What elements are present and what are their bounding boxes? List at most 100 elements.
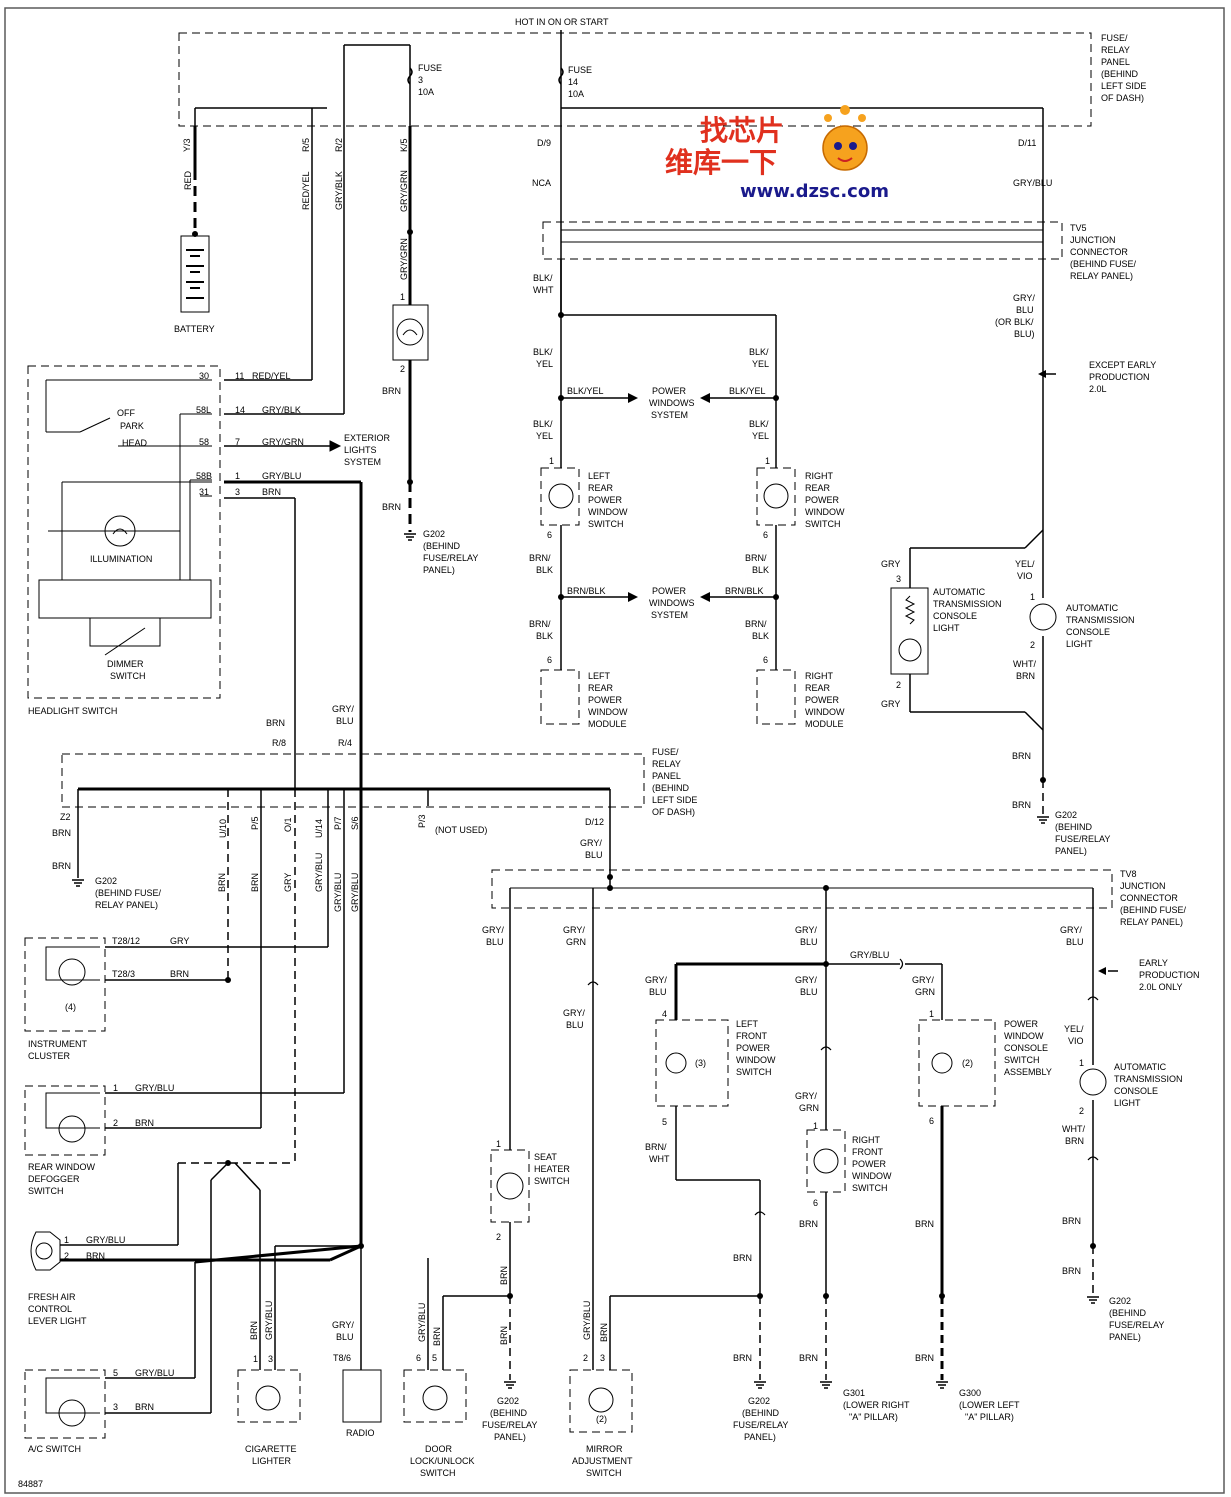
svg-text:SYSTEM: SYSTEM [344, 457, 381, 467]
svg-text:58: 58 [199, 437, 209, 447]
svg-text:1: 1 [929, 1009, 934, 1019]
svg-text:ILLUMINATION: ILLUMINATION [90, 554, 152, 564]
svg-text:R/8: R/8 [272, 738, 286, 748]
svg-text:G202: G202 [1109, 1296, 1131, 1306]
svg-text:POWER: POWER [652, 586, 687, 596]
svg-text:(BEHIND: (BEHIND [1101, 69, 1139, 79]
svg-text:ASSEMBLY: ASSEMBLY [1004, 1067, 1052, 1077]
top-wires [224, 126, 1044, 532]
svg-text:BRN: BRN [1012, 800, 1031, 810]
svg-text:GRY/: GRY/ [1060, 925, 1082, 935]
svg-text:AUTOMATIC: AUTOMATIC [1066, 603, 1119, 613]
svg-text:BRN: BRN [1065, 1136, 1084, 1146]
svg-text:GRY/BLK: GRY/BLK [262, 405, 301, 415]
svg-text:WINDOWS: WINDOWS [649, 398, 695, 408]
seat-ground [504, 1381, 516, 1389]
svg-text:RELAY PANEL): RELAY PANEL) [1120, 917, 1183, 927]
svg-text:找芯片: 找芯片 [700, 114, 784, 147]
svg-text:BRN: BRN [135, 1402, 154, 1412]
svg-text:SWITCH: SWITCH [420, 1468, 456, 1478]
svg-text:WHT/: WHT/ [1013, 659, 1036, 669]
svg-text:P/5: P/5 [250, 816, 260, 830]
svg-text:FUSE: FUSE [568, 65, 592, 75]
svg-text:GRY/: GRY/ [645, 975, 667, 985]
svg-text:CONSOLE: CONSOLE [1004, 1043, 1048, 1053]
svg-text:G301: G301 [843, 1388, 865, 1398]
svg-text:SYSTEM: SYSTEM [651, 610, 688, 620]
seat-splice [507, 1293, 513, 1299]
svg-text:BRN: BRN [1012, 751, 1031, 761]
svg-text:(BEHIND FUSE/: (BEHIND FUSE/ [1070, 259, 1137, 269]
svg-text:6: 6 [929, 1116, 934, 1126]
pw-top [540, 259, 796, 725]
ac-switch-labels: 5 3 GRY/BLU BRN A/C SWITCH [28, 1368, 174, 1454]
svg-text:BRN: BRN [52, 828, 71, 838]
mirror-switch [569, 981, 760, 1433]
bulb-k-wire: BRN [382, 386, 401, 396]
svg-text:3: 3 [600, 1353, 605, 1363]
svg-text:P/3: P/3 [417, 814, 427, 828]
svg-text:BRN: BRN [1062, 1266, 1081, 1276]
door-lock-switch [403, 1258, 510, 1423]
svg-text:AUTOMATIC: AUTOMATIC [1114, 1062, 1167, 1072]
rear-defog-labels: 1 2 GRY/BLU BRN REAR WINDOW DEFOGGER SWI… [28, 1083, 174, 1196]
svg-text:BLK/: BLK/ [533, 419, 553, 429]
svg-text:RELAY: RELAY [652, 759, 681, 769]
radio-labels: GRY/ BLU T8/6 RADIO [332, 1320, 375, 1438]
svg-text:CONSOLE: CONSOLE [1114, 1086, 1158, 1096]
svg-text:1: 1 [235, 471, 240, 481]
svg-text:BRN: BRN [733, 1253, 752, 1263]
svg-text:FUSE/RELAY: FUSE/RELAY [733, 1420, 788, 1430]
ground-g202-mid [72, 879, 84, 887]
svg-text:YEL/: YEL/ [1064, 1024, 1084, 1034]
svg-text:(BEHIND: (BEHIND [652, 783, 690, 793]
svg-text:MODULE: MODULE [805, 719, 844, 729]
svg-text:BRN: BRN [249, 1321, 259, 1340]
svg-text:1: 1 [1030, 592, 1035, 602]
cig-lighter [234, 1162, 361, 1423]
svg-text:A/C SWITCH: A/C SWITCH [28, 1444, 81, 1454]
svg-text:www.dzsc.com: www.dzsc.com [740, 181, 889, 202]
svg-text:BRN: BRN [733, 1353, 752, 1363]
svg-text:维库一下: 维库一下 [665, 146, 777, 179]
svg-text:D/12: D/12 [585, 817, 604, 827]
svg-text:1: 1 [1079, 1058, 1084, 1068]
svg-text:RELAY: RELAY [1101, 45, 1130, 55]
svg-text:FRONT: FRONT [736, 1031, 767, 1041]
svg-text:REAR WINDOW: REAR WINDOW [28, 1162, 96, 1172]
svg-text:SWITCH: SWITCH [586, 1468, 622, 1478]
svg-text:GRY/GRN: GRY/GRN [399, 238, 409, 280]
svg-text:D/11: D/11 [1018, 138, 1036, 148]
pw-arrows [628, 393, 710, 602]
splice-k2 [407, 479, 413, 485]
svg-text:S/6: S/6 [350, 816, 360, 830]
ground-g202-k-label: G202 (BEHIND FUSE/RELAY PANEL) [423, 529, 478, 575]
svg-text:BRN/: BRN/ [745, 619, 767, 629]
svg-text:TRANSMISSION: TRANSMISSION [933, 599, 1002, 609]
lf-pw-switch [655, 958, 943, 1380]
svg-text:G202: G202 [95, 876, 117, 886]
svg-text:REAR: REAR [805, 483, 831, 493]
svg-text:TV5: TV5 [1070, 223, 1087, 233]
svg-text:R/4: R/4 [338, 738, 352, 748]
svg-text:TRANSMISSION: TRANSMISSION [1066, 615, 1135, 625]
svg-text:G202: G202 [1055, 810, 1077, 820]
svg-text:Z2: Z2 [60, 812, 71, 822]
atcl-top [890, 373, 1057, 815]
svg-text:BRN: BRN [599, 1323, 609, 1342]
svg-text:WHT: WHT [649, 1154, 670, 1164]
fuse14-label: FUSE 14 10A [568, 65, 592, 99]
lf-splice-bottom [757, 1293, 763, 1299]
svg-text:(BEHIND: (BEHIND [490, 1408, 528, 1418]
svg-text:GRY: GRY [881, 559, 900, 569]
svg-text:BRN/: BRN/ [745, 553, 767, 563]
headlight-wires-out [224, 440, 363, 748]
svg-text:58B: 58B [196, 471, 212, 481]
svg-text:GRY/BLU: GRY/BLU [262, 471, 301, 481]
top-panel-note: FUSE/ RELAY PANEL (BEHIND LEFT SIDE OF D… [1101, 33, 1146, 103]
atcl-bottom-labels: GRY/ BLU EARLY PRODUCTION 2.0L ONLY YEL/… [1060, 925, 1200, 1342]
svg-text:GRY/BLU: GRY/BLU [264, 1301, 274, 1340]
tv5-connector [542, 221, 1063, 530]
svg-text:BLU: BLU [800, 987, 818, 997]
svg-text:31: 31 [199, 487, 209, 497]
